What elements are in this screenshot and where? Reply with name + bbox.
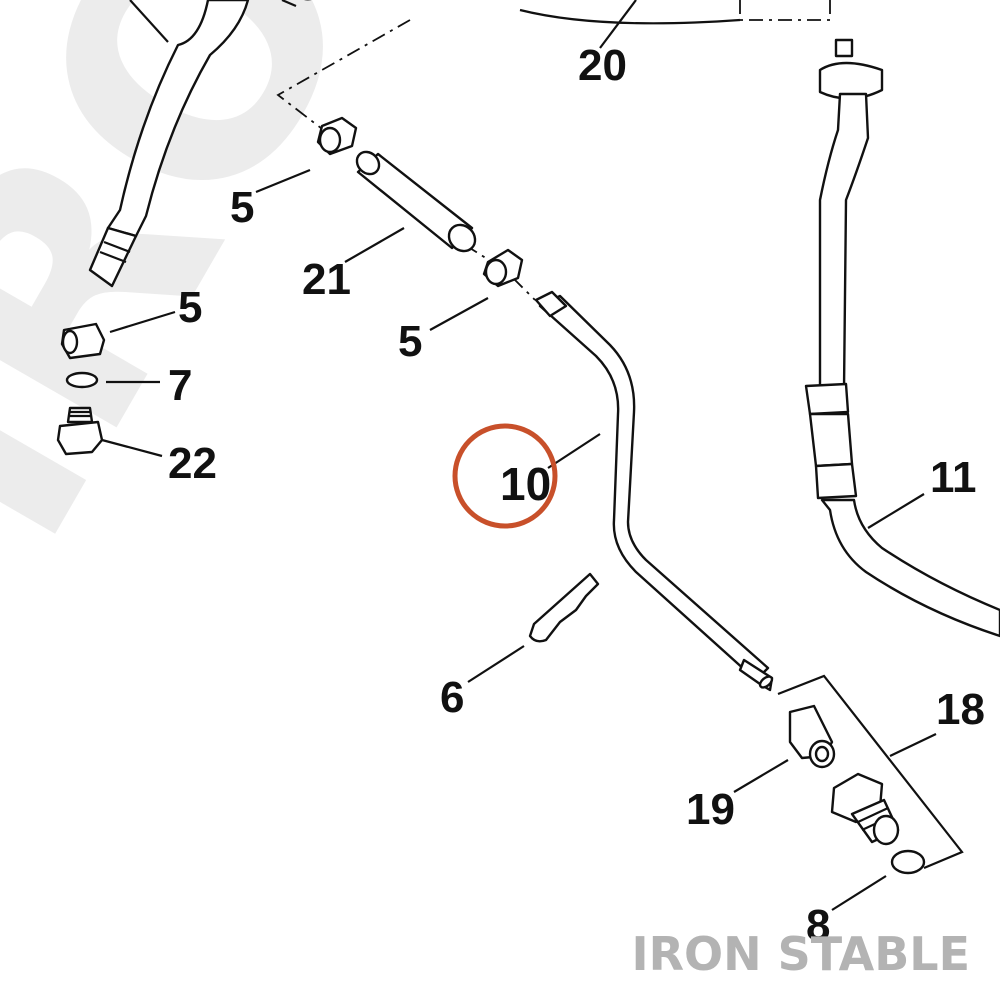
- part-18-19-8-group: [777, 674, 964, 870]
- part-11-hose: [804, 38, 1000, 638]
- part-5-clamp-lower: [429, 248, 524, 331]
- part-18-fitting: [830, 772, 900, 846]
- callout-5-right: 5: [178, 283, 202, 332]
- callout-18: 18: [936, 685, 985, 734]
- part-8-o-ring: [831, 849, 926, 911]
- part-7-o-ring: [65, 371, 160, 389]
- callout-6: 6: [440, 673, 464, 722]
- callout-5-top: 5: [296, 0, 320, 10]
- highlight-circle: [452, 423, 558, 529]
- callout-7: 7: [168, 361, 192, 410]
- callout-5-upper: 5: [230, 183, 254, 232]
- callout-8: 8: [806, 901, 830, 950]
- part-10-tube: [534, 290, 774, 692]
- callout-20: 20: [578, 41, 627, 90]
- part-22-plug: [56, 406, 163, 458]
- callout-11: 11: [930, 453, 977, 502]
- brand-logo: IRON STABLE: [632, 927, 971, 981]
- part-6-bracket: [467, 572, 600, 683]
- callout-22: 22: [168, 439, 217, 488]
- callout-10: 10: [500, 458, 551, 510]
- watermark: IRON: [0, 0, 574, 599]
- callout-19: 19: [686, 785, 735, 834]
- part-19-connector: [733, 704, 836, 793]
- left-hose: [88, 0, 297, 288]
- part-5-clamp-left: [60, 310, 176, 360]
- part-20-hose: [519, 0, 831, 49]
- watermark-text: IRON: [0, 0, 574, 599]
- callout-5-lower: 5: [398, 317, 422, 366]
- part-21-sleeve: [344, 150, 477, 263]
- callout-21: 21: [302, 255, 351, 304]
- part-5-clamp-upper: [255, 116, 358, 194]
